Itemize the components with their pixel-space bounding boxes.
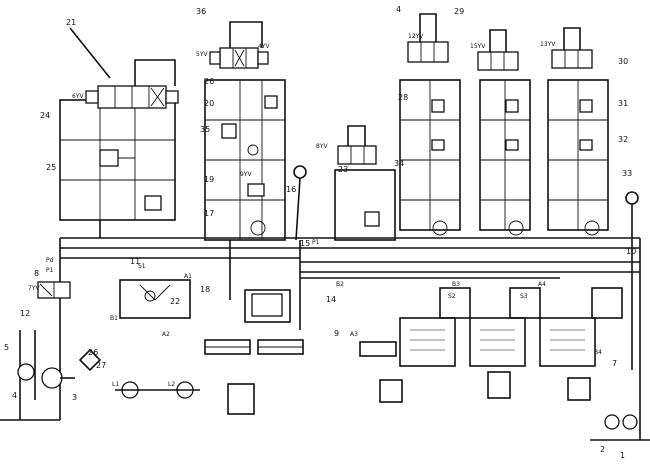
tag-s3: S3 bbox=[520, 293, 528, 300]
label-2: 2 bbox=[600, 445, 605, 454]
tag-a1: A1 bbox=[184, 273, 192, 280]
motor-3 bbox=[41, 367, 63, 389]
tag-p1: P1 bbox=[312, 239, 320, 246]
label-22: 22 bbox=[170, 297, 180, 306]
motion-table-a bbox=[227, 383, 255, 415]
label-15yv: 15YV bbox=[470, 43, 486, 50]
label-25: 25 bbox=[46, 163, 56, 172]
pump-1 bbox=[604, 414, 620, 430]
right-frame-23 bbox=[334, 169, 396, 241]
tag-b3: B3 bbox=[452, 281, 460, 288]
tag-b2: B2 bbox=[336, 281, 344, 288]
label-9yv: 9YV bbox=[240, 171, 252, 178]
label-26b: 26 bbox=[204, 77, 214, 86]
label-34: 34 bbox=[394, 159, 404, 168]
motion-table-d bbox=[567, 377, 591, 401]
label-16: 16 bbox=[286, 185, 296, 194]
label-13yv: 13YV bbox=[540, 41, 556, 48]
label-20: 20 bbox=[204, 99, 214, 108]
tag-l1: L1 bbox=[112, 381, 119, 388]
tag-b1: B1 bbox=[110, 315, 118, 322]
label-21: 21 bbox=[66, 18, 76, 27]
directional-valve-4 bbox=[407, 41, 449, 63]
label-10: 10 bbox=[626, 247, 636, 256]
pressure-gauge-16 bbox=[293, 165, 307, 179]
label-6yv: 6YV bbox=[72, 93, 84, 100]
label-pd: Pd bbox=[46, 257, 54, 264]
valve-block-18 bbox=[244, 289, 291, 323]
label-p1: P1 bbox=[46, 267, 54, 274]
label-7: 7 bbox=[612, 359, 617, 368]
label-4b: 4 bbox=[396, 5, 401, 14]
tag-s2: S2 bbox=[448, 293, 456, 300]
label-12: 12 bbox=[20, 309, 30, 318]
label-17: 17 bbox=[204, 209, 214, 218]
label-14: 14 bbox=[326, 295, 336, 304]
label-4yv: 4YV bbox=[258, 43, 270, 50]
pump-control-block bbox=[119, 279, 191, 319]
label-8yv: 8YV bbox=[316, 143, 328, 150]
label-15: 15 bbox=[300, 239, 310, 248]
tag-l2: L2 bbox=[168, 381, 175, 388]
tag-a4: A4 bbox=[538, 281, 546, 288]
label-28: 28 bbox=[398, 93, 408, 102]
label-27: 27 bbox=[96, 361, 106, 370]
tag-s1: S1 bbox=[138, 263, 146, 270]
tag-a3: A3 bbox=[350, 331, 358, 338]
label-5yv: 5YV bbox=[196, 51, 208, 58]
label-19: 19 bbox=[204, 175, 214, 184]
label-32: 32 bbox=[618, 135, 628, 144]
check-valve-left bbox=[144, 195, 162, 211]
label-12yv: 12YV bbox=[408, 33, 424, 40]
label-4: 4 bbox=[12, 391, 17, 400]
label-36: 36 bbox=[196, 7, 206, 16]
directional-valve-23 bbox=[337, 145, 377, 165]
label-29: 29 bbox=[454, 7, 464, 16]
tag-b4: B4 bbox=[594, 349, 602, 356]
label-1: 1 bbox=[620, 451, 625, 460]
label-26: 26 bbox=[88, 348, 98, 357]
directional-valve-30 bbox=[551, 49, 593, 69]
label-9: 9 bbox=[334, 329, 339, 338]
valve-block-b3 bbox=[591, 287, 623, 319]
label-11: 11 bbox=[130, 257, 140, 266]
pressure-gauge-right bbox=[625, 191, 639, 205]
pump-2 bbox=[622, 414, 638, 430]
label-35: 35 bbox=[200, 125, 210, 134]
label-7yv: 7YV bbox=[28, 285, 40, 292]
motion-table-b bbox=[379, 379, 403, 403]
label-3: 3 bbox=[72, 393, 77, 402]
label-5: 5 bbox=[4, 343, 9, 352]
pump-4 bbox=[17, 363, 35, 381]
directional-valve-29 bbox=[477, 51, 519, 71]
motion-table-c bbox=[487, 371, 511, 399]
label-30: 30 bbox=[618, 57, 628, 66]
label-23: 23 bbox=[338, 165, 348, 174]
label-18: 18 bbox=[200, 285, 210, 294]
tag-a2: A2 bbox=[162, 331, 170, 338]
filter-27 bbox=[78, 348, 102, 372]
label-33: 33 bbox=[622, 169, 632, 178]
label-24: 24 bbox=[40, 111, 50, 120]
label-8: 8 bbox=[34, 269, 39, 278]
relief-valve-left bbox=[99, 149, 119, 167]
label-31: 31 bbox=[618, 99, 628, 108]
